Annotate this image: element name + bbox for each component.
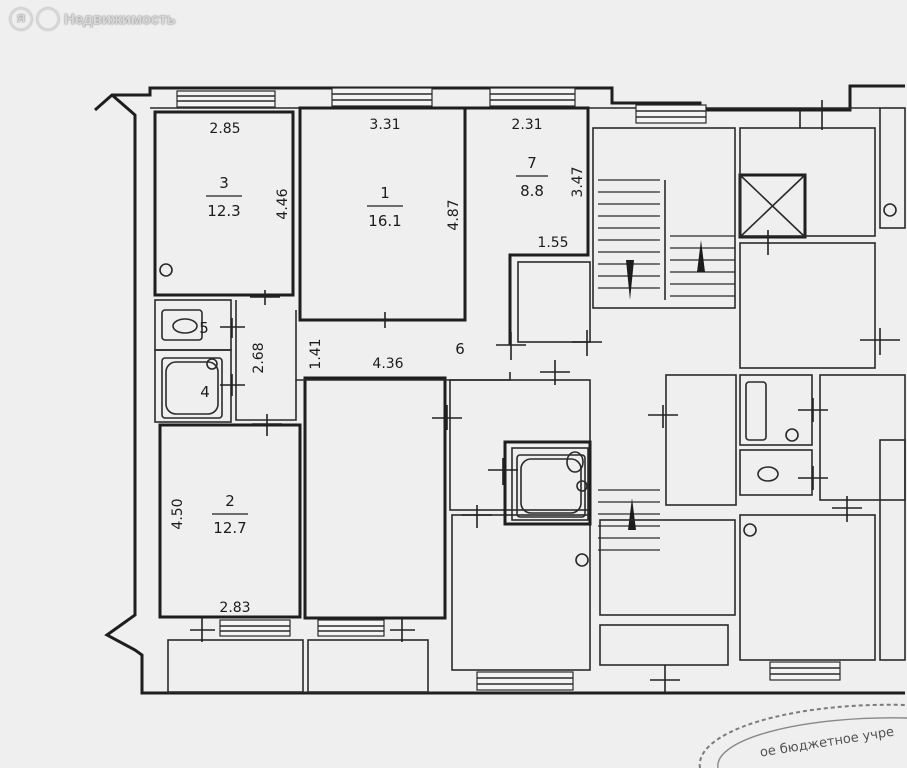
room-7-id: 7 — [527, 154, 537, 172]
dim-corridor-width: 1.55 — [537, 235, 568, 251]
room-1-area: 16.1 — [368, 212, 401, 230]
neighbour-units — [159, 107, 906, 666]
dimension-labels: 2.85 3.31 2.31 2.83 1.55 4.36 4.46 4.87 … — [170, 117, 586, 616]
dim-room-3-width: 2.85 — [209, 121, 240, 137]
room-2-id: 2 — [225, 492, 235, 510]
dim-hall-width: 1.41 — [308, 338, 324, 369]
room-4-id: 4 — [200, 383, 210, 401]
yandex-logo-icon: Я — [10, 8, 32, 30]
dim-room-7-depth: 3.47 — [570, 166, 586, 197]
room-2-area: 12.7 — [213, 519, 246, 537]
room-7-area: 8.8 — [520, 182, 544, 200]
apartment-walls — [153, 106, 592, 693]
dim-room-3-depth: 4.46 — [275, 188, 291, 219]
dim-room-7-width: 2.31 — [511, 117, 542, 133]
dim-room-1-depth: 4.87 — [446, 199, 462, 230]
room-6-id: 6 — [455, 340, 465, 358]
dim-room-1-width: 3.31 — [369, 117, 400, 133]
door-marks — [190, 100, 900, 693]
bottom-windows — [219, 619, 841, 691]
top-windows — [176, 87, 707, 124]
room-3-area: 12.3 — [207, 202, 240, 220]
bathroom-fixtures — [161, 309, 588, 518]
room-1-id: 1 — [380, 184, 390, 202]
room-labels: 3 12.3 1 16.1 7 8.8 2 12.7 5 4 6 — [199, 154, 548, 537]
room-5-id: 5 — [199, 319, 209, 337]
dim-bath-depth: 2.68 — [251, 342, 267, 373]
dim-hall-length: 4.36 — [372, 356, 403, 372]
dim-room-2-depth: 4.50 — [170, 498, 186, 529]
dim-room-2-width: 2.83 — [219, 600, 250, 616]
room-3-id: 3 — [219, 174, 229, 192]
circle-logo-icon — [37, 8, 59, 30]
stairwell — [592, 127, 807, 551]
watermark-text: Недвижимость — [64, 10, 176, 28]
realty-watermark: Я Недвижимость — [10, 8, 176, 30]
